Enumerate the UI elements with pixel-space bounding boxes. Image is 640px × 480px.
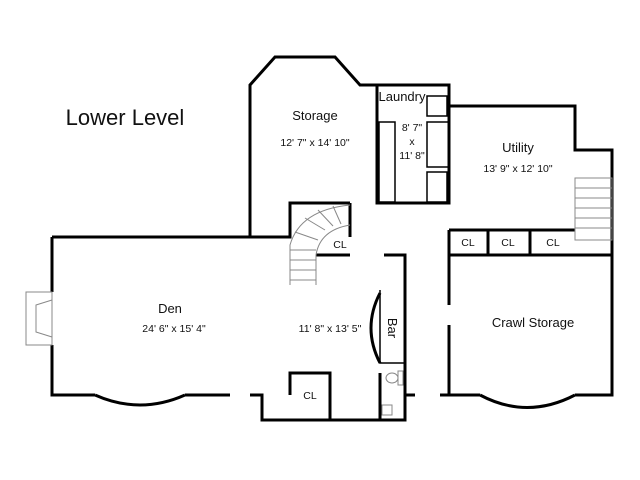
room-laundry-name: Laundry (379, 89, 426, 104)
room-laundry-dims-1: 8' 7" (402, 122, 423, 134)
level-title: Lower Level (66, 105, 185, 130)
bathroom-fixtures (381, 370, 404, 416)
room-bar-area-dims: 11' 8" x 13' 5" (299, 323, 362, 335)
room-storage-name: Storage (292, 108, 338, 123)
room-bar-name: Bar (385, 318, 400, 339)
room-laundry-dims-2: x (409, 136, 415, 148)
walls (50, 55, 614, 422)
fireplace (25, 291, 53, 346)
closet-label: CL (501, 237, 515, 249)
closet-label: CL (546, 237, 560, 249)
stairs-spiral (289, 204, 351, 285)
room-storage-dims: 12' 7" x 14' 10" (280, 137, 350, 149)
room-utility-dims: 13' 9" x 12' 10" (483, 163, 553, 175)
closet-label: CL (303, 390, 317, 402)
room-den-name: Den (158, 301, 182, 316)
room-crawl-storage-name: Crawl Storage (492, 315, 574, 330)
stairs-right (574, 177, 613, 241)
room-laundry-dims-3: 11' 8" (399, 150, 425, 162)
laundry-fixtures (378, 95, 450, 203)
room-den-dims: 24' 6" x 15' 4" (142, 323, 206, 335)
closet-label: CL (461, 237, 475, 249)
closet-label: CL (333, 239, 347, 251)
room-utility-name: Utility (502, 140, 534, 155)
